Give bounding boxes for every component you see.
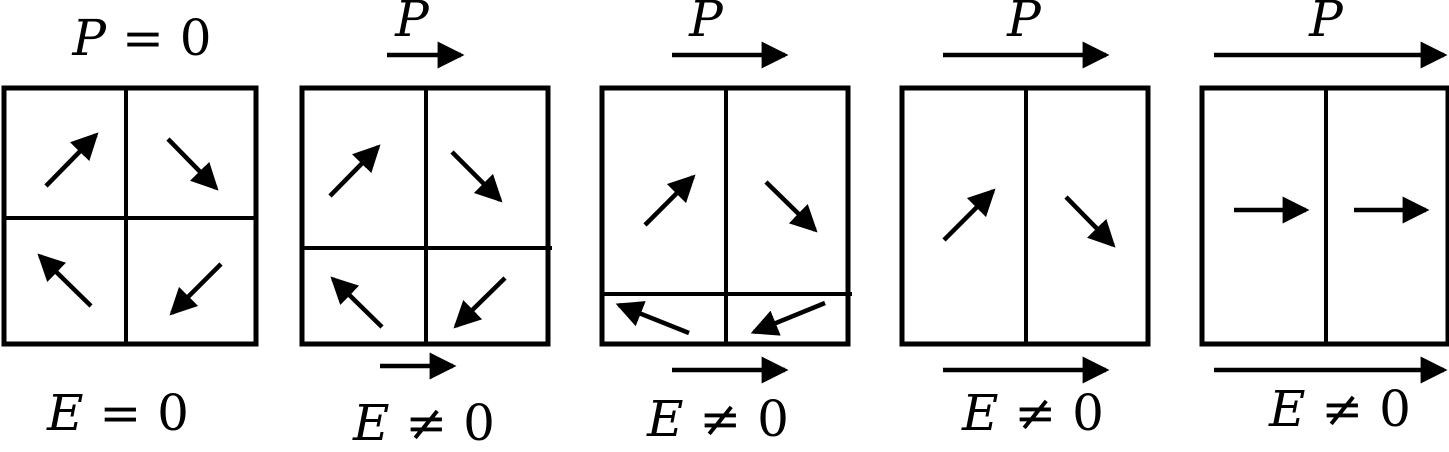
panel-3: P E ≠ 0: [599, 0, 852, 448]
field-label: E = 0: [46, 384, 189, 442]
domain-polarization-arrow: [44, 132, 99, 188]
domain-polarization-arrow: [450, 150, 503, 203]
polarization-label: P: [394, 0, 430, 48]
polarization-label: P: [1006, 0, 1042, 48]
domain-polarization-arrow: [37, 253, 93, 308]
polarization-label: P = 0: [71, 9, 211, 67]
domain-polarization-arrow: [615, 301, 690, 336]
panel-5: P E ≠ 0: [1199, 0, 1449, 438]
panel-2: P E ≠ 0: [299, 0, 552, 452]
domain-polarization-arrow: [643, 174, 696, 227]
field-label: E ≠ 0: [1268, 380, 1411, 438]
domain-polarization-arrow: [328, 144, 381, 198]
field-label: E ≠ 0: [352, 394, 495, 452]
polarization-label: P: [688, 0, 724, 48]
field-label: E ≠ 0: [646, 390, 789, 448]
domain-polarization-arrow: [1064, 195, 1116, 248]
domain-polarization-arrow: [166, 137, 219, 191]
domain-polarization-arrow: [169, 262, 223, 316]
polarization-label: P: [1308, 0, 1344, 48]
panel-1: P = 0 E = 0: [1, 9, 259, 442]
domain-polarization-arrow: [764, 180, 818, 233]
domain-polarization-arrow: [942, 188, 996, 242]
domain-polarization-arrow: [453, 276, 507, 329]
domain-polarization-arrow: [750, 300, 826, 336]
field-label: E ≠ 0: [961, 384, 1104, 442]
domain-polarization-arrow: [330, 276, 384, 329]
panel-4: P E ≠ 0: [899, 0, 1151, 442]
